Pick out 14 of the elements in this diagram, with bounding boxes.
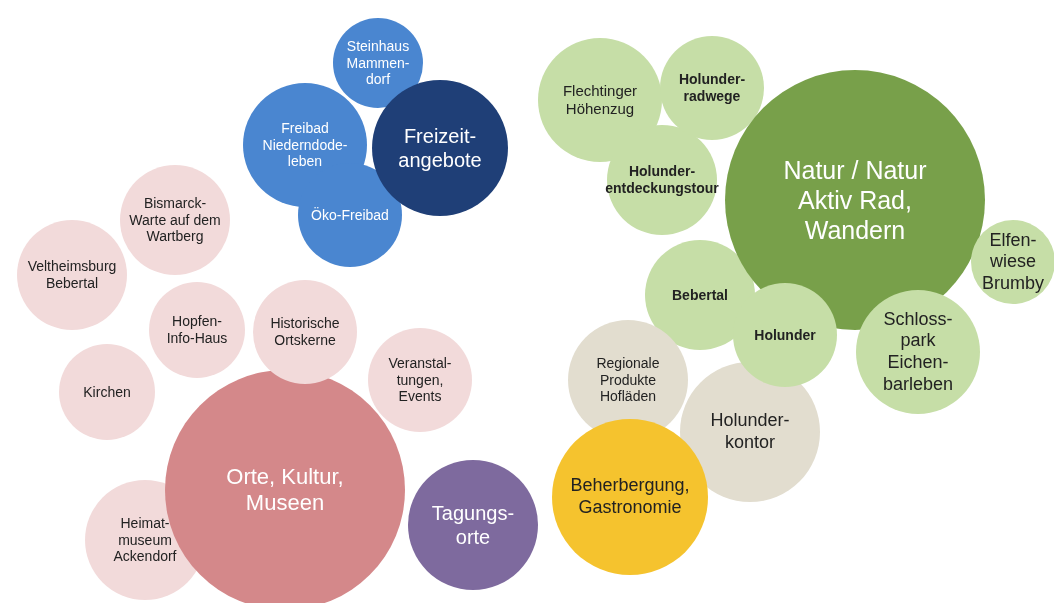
topic-bubble: Veranstal-tungen, Events xyxy=(368,328,472,432)
topic-bubble: Veltheimsburg Bebertal xyxy=(17,220,127,330)
topic-bubble: Kirchen xyxy=(59,344,155,440)
topic-bubble: Steinhaus Mammen-dorf xyxy=(333,18,423,108)
topic-bubble: Flechtinger Höhenzug xyxy=(538,38,662,162)
topic-bubble: Tagungs-orte xyxy=(408,460,538,590)
topic-bubble: Schloss-park Eichen-barleben xyxy=(856,290,980,414)
topic-bubble: Historische Ortskerne xyxy=(253,280,357,384)
topic-bubble: Elfen-wiese Brumby xyxy=(971,220,1054,304)
topic-bubble: Hopfen-Info-Haus xyxy=(149,282,245,378)
topic-bubble: Bismarck-Warte auf dem Wartberg xyxy=(120,165,230,275)
topic-bubble: Holunder-entdeckungstour xyxy=(607,125,717,235)
topic-bubble: Beherbergung, Gastronomie xyxy=(552,419,708,575)
topic-bubble: Holunder-radwege xyxy=(660,36,764,140)
